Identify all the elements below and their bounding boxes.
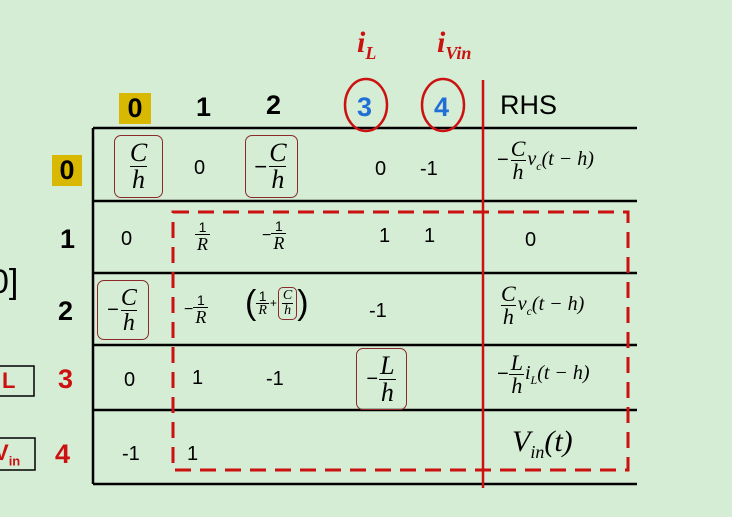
r4c0-cell: -1 xyxy=(122,443,140,465)
left-l-fragment: L xyxy=(2,368,16,393)
col-header-1: 1 xyxy=(196,92,212,122)
r0c1-cell: 0 xyxy=(194,157,206,179)
col3-circle xyxy=(343,77,389,133)
col-header-4: 4 xyxy=(434,92,450,122)
dashed-region xyxy=(171,210,630,472)
r4rhs-cell: Vin(t) xyxy=(512,425,573,462)
r3c0-cell: 0 xyxy=(124,369,136,391)
col-header-rhs: RHS xyxy=(500,90,558,120)
row-header-1: 1 xyxy=(60,224,76,254)
r1rhs-cell: 0 xyxy=(525,229,537,251)
r1c0-cell: 0 xyxy=(121,228,133,250)
col-header-0: 0 xyxy=(119,93,151,124)
row-header-3: 3 xyxy=(58,364,74,394)
left-vin-box xyxy=(0,437,36,471)
row-header-2: 2 xyxy=(58,296,74,326)
left-bracket-fragment: 0] xyxy=(0,263,19,301)
r1c3-cell: 1 xyxy=(379,225,391,247)
left-l-box xyxy=(0,365,35,397)
ivin-label: iVin xyxy=(437,26,472,63)
r0c3-cell: 0 xyxy=(375,158,387,180)
r1c4-cell: 1 xyxy=(424,225,436,247)
col-header-2: 2 xyxy=(266,90,282,120)
r0c4-cell: -1 xyxy=(420,158,438,180)
r4c1-cell: 1 xyxy=(187,443,199,465)
r2c3-cell: -1 xyxy=(369,300,387,322)
row-header-0: 0 xyxy=(52,155,82,186)
row-header-4: 4 xyxy=(55,439,71,469)
r3c2-cell: -1 xyxy=(266,368,284,390)
left-vin-fragment: Vin xyxy=(0,440,21,469)
r3c1-cell: 1 xyxy=(192,367,204,389)
il-label: iL xyxy=(357,26,377,63)
col-header-3: 3 xyxy=(357,92,373,122)
col4-circle xyxy=(420,77,466,133)
